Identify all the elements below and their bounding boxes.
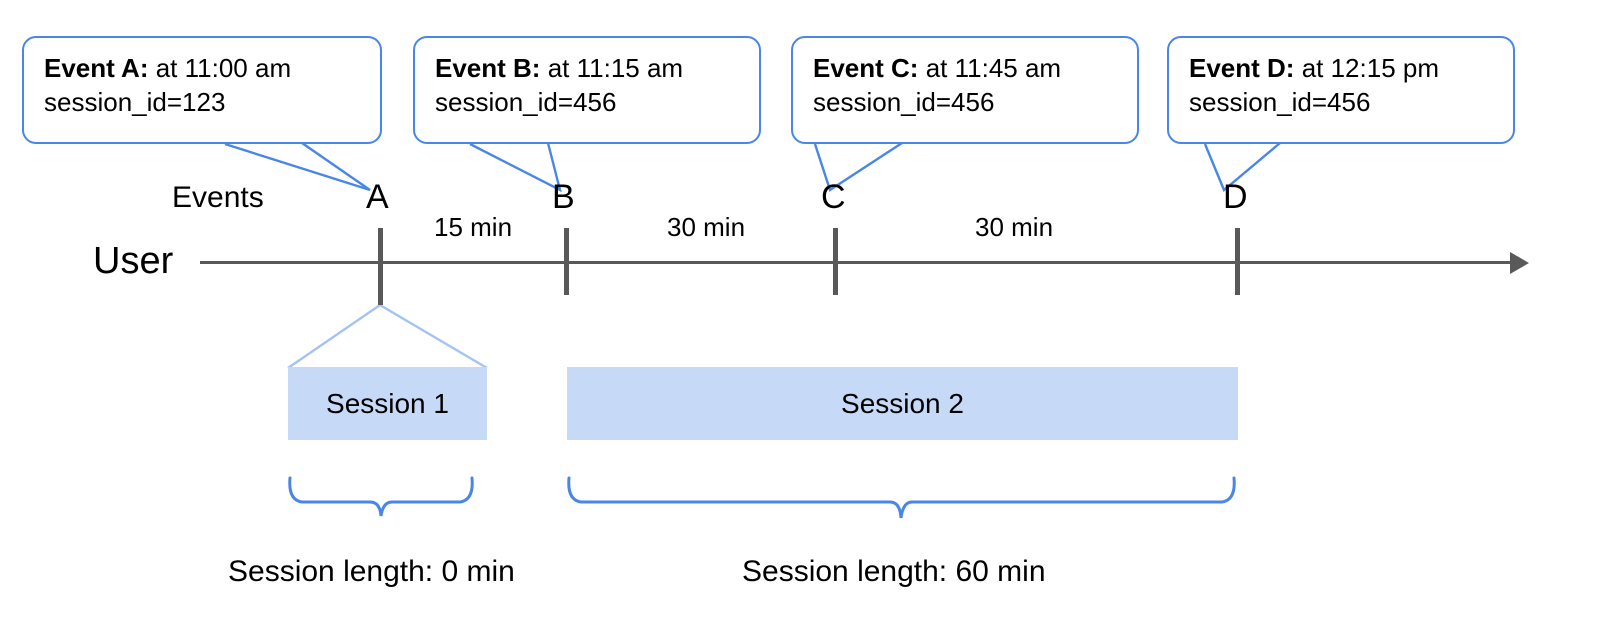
timeline-arrow-icon (1510, 252, 1529, 274)
event-tick-d (1235, 228, 1240, 295)
callout-event-c[interactable]: Event C: at 11:45 am session_id=456 (791, 36, 1139, 144)
callout-d-time: at 12:15 pm (1294, 53, 1440, 83)
callout-event-a[interactable]: Event A: at 11:00 am session_id=123 (22, 36, 382, 144)
brace-session-1 (288, 476, 474, 517)
interval-label-b-c: 30 min (667, 212, 746, 242)
callout-b-time: at 11:15 am (540, 53, 684, 83)
callout-a-session: session_id=123 (44, 86, 226, 117)
event-tick-b (564, 228, 569, 295)
callout-tail-c (813, 141, 903, 192)
session-2-length-label: Session length: 60 min (742, 555, 1046, 588)
interval-label-c-d: 30 min (975, 212, 1054, 242)
event-letter-d: D (1223, 178, 1248, 216)
session-block-1[interactable]: Session 1 (288, 367, 487, 440)
callout-a-time: at 11:00 am (148, 53, 292, 83)
callout-d-session: session_id=456 (1189, 86, 1371, 117)
callout-event-d[interactable]: Event D: at 12:15 pm session_id=456 (1167, 36, 1515, 144)
callout-event-b[interactable]: Event B: at 11:15 am session_id=456 (413, 36, 761, 144)
event-letter-c: C (821, 178, 846, 216)
session-1-label: Session 1 (326, 387, 449, 419)
axis-row-label: User (93, 240, 174, 282)
callout-b-session: session_id=456 (435, 86, 617, 117)
callout-d-label: Event D: (1189, 53, 1295, 83)
callout-b-label: Event B: (435, 53, 541, 83)
session-1-length-label: Session length: 0 min (228, 555, 515, 588)
callout-tail-d (1203, 142, 1281, 192)
callout-tail-a (224, 142, 371, 192)
timeline-axis (200, 261, 1512, 264)
event-tick-a (378, 228, 383, 305)
event-letter-a: A (366, 178, 389, 216)
callout-a-label: Event A: (44, 53, 149, 83)
events-label: Events (172, 181, 264, 214)
callout-c-session: session_id=456 (813, 86, 995, 117)
session-block-2[interactable]: Session 2 (567, 367, 1238, 440)
event-tick-c (833, 228, 838, 295)
brace-session-2 (567, 476, 1236, 519)
session-2-label: Session 2 (841, 387, 964, 419)
callout-c-label: Event C: (813, 53, 919, 83)
interval-label-a-b: 15 min (434, 212, 513, 242)
event-letter-b: B (552, 178, 575, 216)
callout-c-time: at 11:45 am (918, 53, 1062, 83)
callout-tail-b (469, 142, 562, 193)
